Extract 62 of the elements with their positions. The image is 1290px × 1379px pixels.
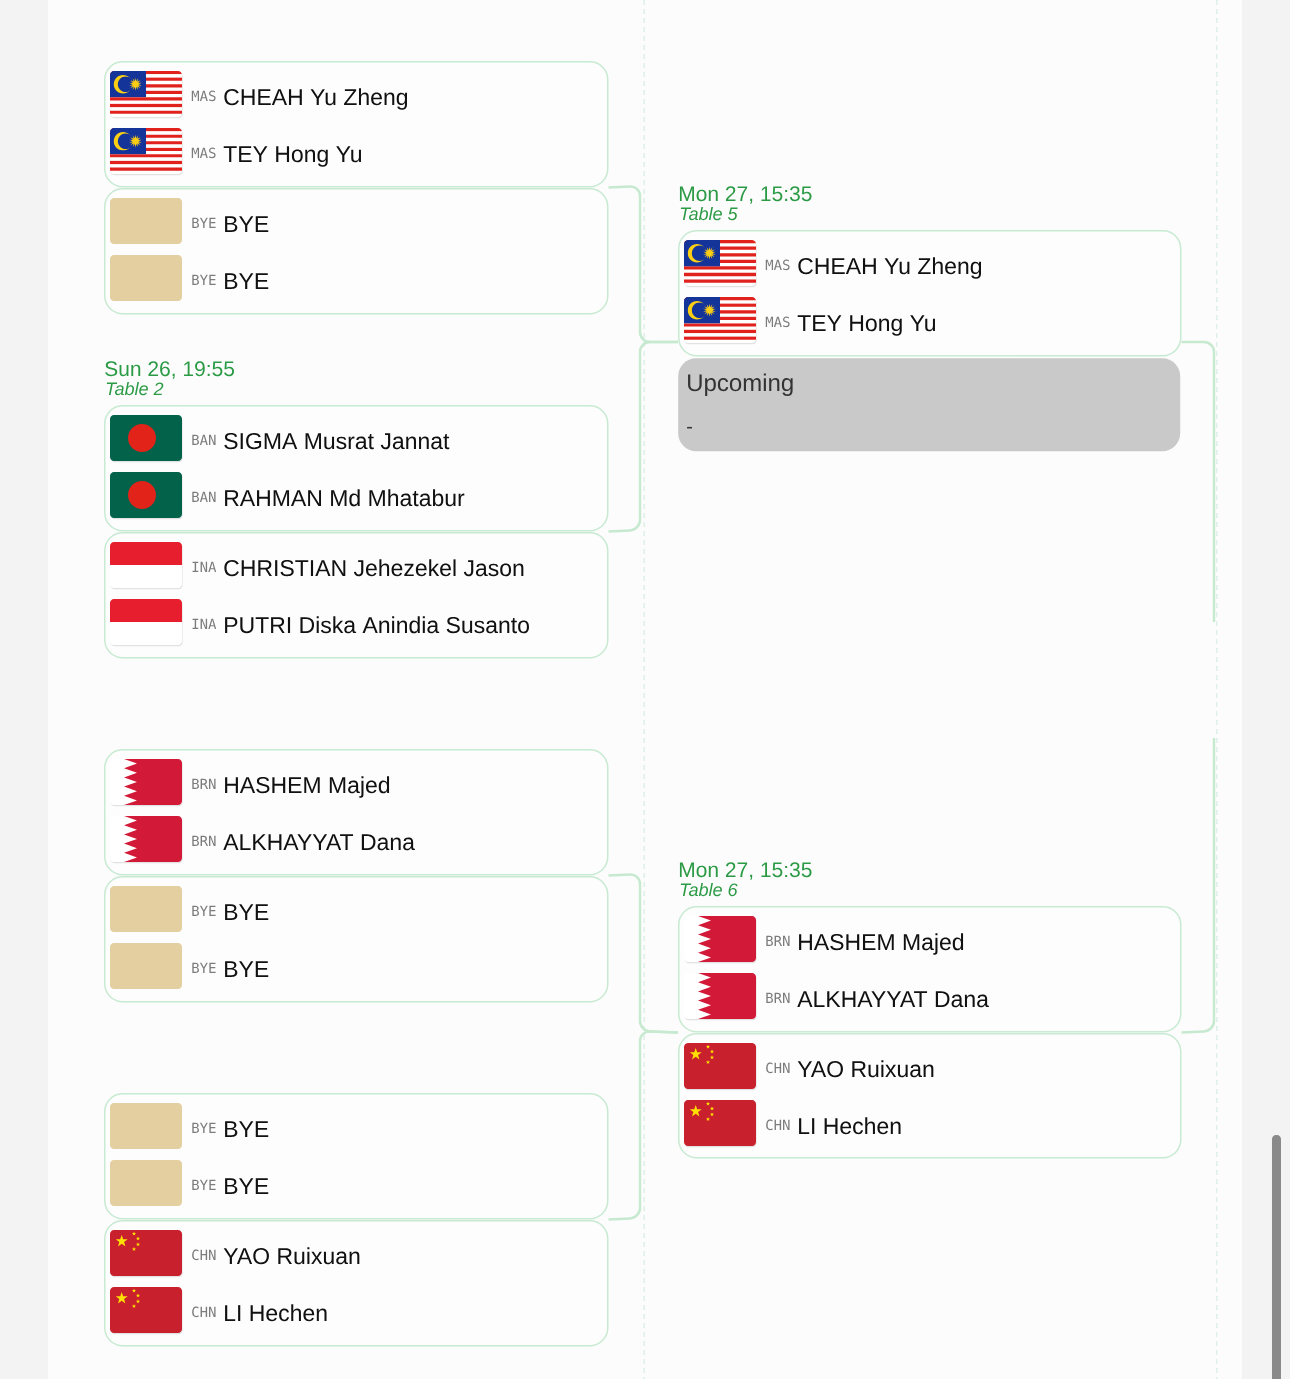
detail-text: - bbox=[687, 426, 692, 429]
player-name: LI Hechen bbox=[225, 1304, 327, 1322]
country-code: BRN bbox=[192, 835, 216, 846]
country-code: BRN bbox=[192, 778, 216, 789]
team-box bbox=[104, 61, 609, 188]
player-name: PUTRI Diska Anindia Susanto bbox=[225, 616, 529, 634]
team-box bbox=[678, 1033, 1182, 1159]
country-code: BYE bbox=[192, 962, 216, 973]
table-number: Table 2 bbox=[106, 381, 164, 396]
country-code: BYE bbox=[192, 217, 216, 228]
country-code: BYE bbox=[192, 905, 216, 916]
player-name: SIGMA Musrat Jannat bbox=[224, 432, 450, 450]
player-name: TEY Hong Yu bbox=[797, 315, 936, 336]
table-number: Table 5 bbox=[680, 206, 738, 221]
player-name: TEY Hong Yu bbox=[223, 146, 362, 167]
country-code: MAS bbox=[765, 316, 790, 328]
country-code: CHN bbox=[192, 1306, 216, 1318]
status-box bbox=[678, 358, 1181, 452]
country-code: MAS bbox=[191, 147, 216, 159]
team-box bbox=[104, 1093, 609, 1220]
match-time: Mon 27, 15:35 bbox=[679, 862, 812, 880]
player-name: BYE bbox=[225, 1178, 269, 1194]
bracket-line bbox=[1181, 340, 1216, 622]
player-name: BYE bbox=[225, 904, 269, 920]
player-name: YAO Ruixuan bbox=[797, 1060, 934, 1078]
country-code: BYE bbox=[192, 274, 216, 285]
player-name: CHEAH Yu Zheng bbox=[798, 257, 982, 279]
country-code: INA bbox=[192, 618, 217, 629]
player-name: BYE bbox=[225, 216, 269, 232]
player-name: BYE bbox=[225, 1121, 269, 1137]
team-box bbox=[104, 1220, 609, 1347]
player-name: HASHEM Majed bbox=[799, 933, 964, 955]
player-name: ALKHAYYAT Dana bbox=[223, 834, 415, 851]
team-box bbox=[104, 876, 609, 1003]
country-code: BAN bbox=[192, 491, 216, 502]
country-code: CHN bbox=[766, 1119, 790, 1131]
country-code: BRN bbox=[766, 992, 790, 1003]
player-name: YAO Ruixuan bbox=[223, 1247, 360, 1265]
team-box bbox=[104, 532, 609, 659]
country-code: BAN bbox=[192, 434, 216, 445]
country-code: MAS bbox=[191, 90, 216, 102]
country-code: CHN bbox=[766, 1062, 790, 1074]
status-text: Upcoming bbox=[688, 373, 793, 396]
country-code: BYE bbox=[192, 1122, 216, 1133]
player-name: ALKHAYYAT Dana bbox=[797, 991, 989, 1008]
team-box bbox=[104, 188, 609, 315]
country-code: BRN bbox=[766, 935, 790, 946]
country-code: CHN bbox=[192, 1249, 216, 1261]
player-name: BYE bbox=[225, 273, 269, 289]
match-time: Sun 26, 19:55 bbox=[105, 361, 235, 379]
player-name: LI Hechen bbox=[799, 1117, 901, 1135]
player-name: BYE bbox=[225, 961, 269, 977]
country-code: MAS bbox=[765, 259, 790, 271]
country-code: BYE bbox=[192, 1179, 216, 1190]
team-box bbox=[104, 749, 609, 876]
player-name: CHEAH Yu Zheng bbox=[224, 88, 408, 110]
country-code: INA bbox=[192, 561, 217, 572]
player-name: CHRISTIAN Jehezekel Jason bbox=[224, 559, 524, 577]
player-name: HASHEM Majed bbox=[225, 776, 390, 798]
table-number: Table 6 bbox=[680, 882, 738, 897]
player-name: RAHMAN Md Mhatabur bbox=[225, 489, 465, 507]
match-time: Mon 27, 15:35 bbox=[679, 186, 812, 204]
